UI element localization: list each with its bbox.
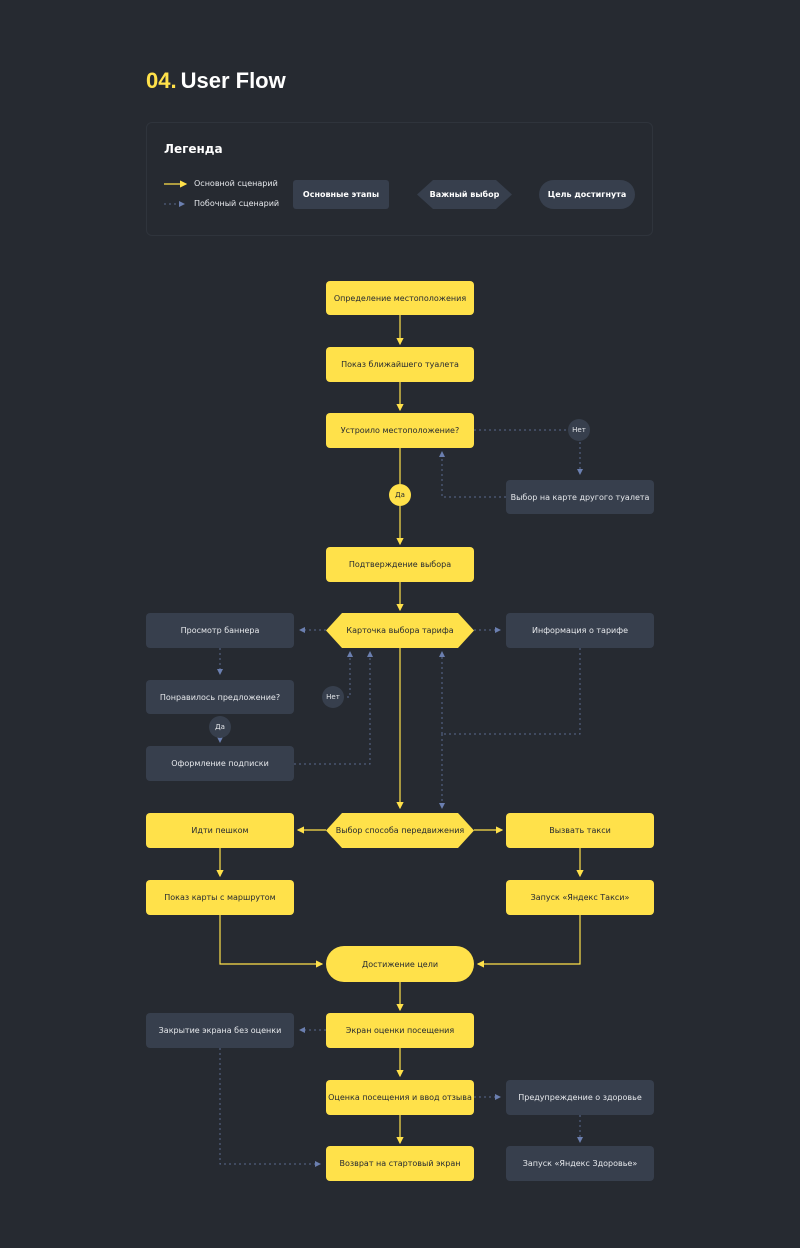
- node-view-banner: Просмотр баннера: [146, 613, 294, 648]
- node-walk: Идти пешком: [146, 813, 294, 848]
- decision-yes-1: Да: [389, 484, 411, 506]
- node-taxi-launch: Запуск «Яндекс Такси»: [506, 880, 654, 915]
- node-subscribe: Оформление подписки: [146, 746, 294, 781]
- legend-panel: [146, 122, 653, 236]
- node-transport-choice: Выбор способа передвижения: [326, 813, 474, 848]
- node-return-home: Возврат на стартовый экран: [326, 1146, 474, 1181]
- legend-main-line-label: Основной сценарий: [194, 179, 278, 188]
- page-title: 04.User Flow: [146, 68, 286, 94]
- node-goal-reached: Достижение цели: [326, 946, 474, 982]
- decision-no-1: Нет: [568, 419, 590, 441]
- decision-no-2: Нет: [322, 686, 344, 708]
- node-route-map: Показ карты с маршрутом: [146, 880, 294, 915]
- node-location-satisfied: Устроило местоположение?: [326, 413, 474, 448]
- node-tariff-card: Карточка выбора тарифа: [326, 613, 474, 648]
- section-title: User Flow: [180, 68, 286, 93]
- node-confirm-choice: Подтверждение выбора: [326, 547, 474, 582]
- section-number: 04.: [146, 68, 177, 93]
- legend-side-line-label: Побочный сценарий: [194, 199, 280, 208]
- legend-important-choice: Важный выбор: [417, 180, 512, 209]
- decision-yes-2: Да: [209, 716, 231, 738]
- node-tariff-info: Информация о тарифе: [506, 613, 654, 648]
- node-rating-screen: Экран оценки посещения: [326, 1013, 474, 1048]
- node-offer-liked: Понравилось предложение?: [146, 680, 294, 714]
- node-choose-on-map: Выбор на карте другого туалета: [506, 480, 654, 514]
- node-health-warning: Предупреждение о здоровье: [506, 1080, 654, 1115]
- legend-main-stages: Основные этапы: [293, 180, 389, 209]
- node-rate-and-review: Оценка посещения и ввод отзыва: [326, 1080, 474, 1115]
- node-close-without-rating: Закрытие экрана без оценки: [146, 1013, 294, 1048]
- node-call-taxi: Вызвать такси: [506, 813, 654, 848]
- legend-title: Легенда: [164, 142, 223, 156]
- node-health-launch: Запуск «Яндекс Здоровье»: [506, 1146, 654, 1181]
- legend-goal-reached: Цель достигнута: [539, 180, 635, 209]
- node-location: Определение местоположения: [326, 281, 474, 315]
- node-nearest-toilet: Показ ближайшего туалета: [326, 347, 474, 382]
